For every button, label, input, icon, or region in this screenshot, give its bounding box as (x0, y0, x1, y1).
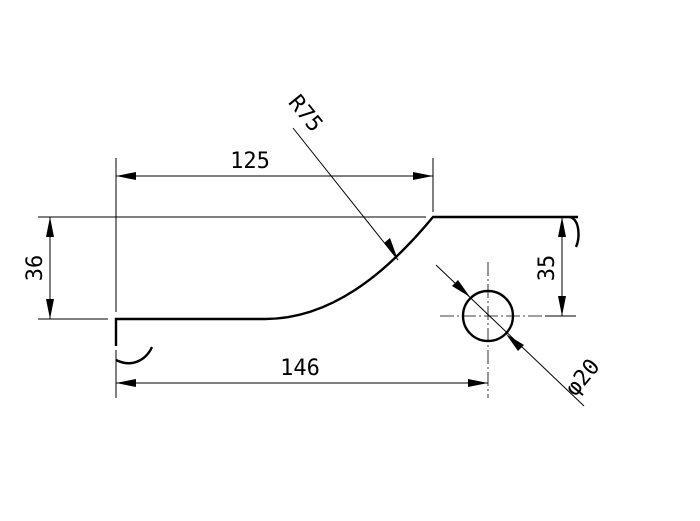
dim-label-36: 36 (23, 255, 48, 282)
part-outline (114, 215, 580, 365)
arrow-125-right (413, 172, 433, 180)
extension-lines (38, 158, 576, 398)
hole (440, 262, 576, 398)
dimension-phi20: φ20 (435, 264, 606, 407)
arrow-146-left (116, 379, 136, 387)
break-line-left (115, 346, 154, 365)
dim-label-125: 125 (230, 149, 270, 174)
break-line-right (569, 215, 580, 248)
dim-label-35: 35 (535, 255, 560, 282)
part-profile (114, 215, 578, 346)
arrow-phi20-lower (506, 334, 524, 351)
arrow-r75 (384, 238, 398, 260)
dim-label-146: 146 (280, 356, 320, 381)
arrow-146-right (468, 379, 488, 387)
dimension-125: 125 (116, 149, 433, 180)
arrow-36-top (46, 217, 54, 237)
arrow-35-top (558, 217, 566, 237)
dim-label-r75: R75 (283, 91, 327, 138)
arrow-phi20-upper (452, 280, 470, 297)
arrow-36-bottom (46, 299, 54, 319)
arrow-35-bottom (558, 296, 566, 316)
dimension-r75: R75 (283, 91, 399, 261)
leader-r75 (292, 127, 399, 261)
arrow-125-left (116, 172, 136, 180)
dimension-146: 146 (116, 356, 488, 387)
dimension-36: 36 (23, 217, 54, 319)
dim-label-phi20: φ20 (561, 355, 606, 402)
dimension-35: 35 (535, 217, 566, 316)
